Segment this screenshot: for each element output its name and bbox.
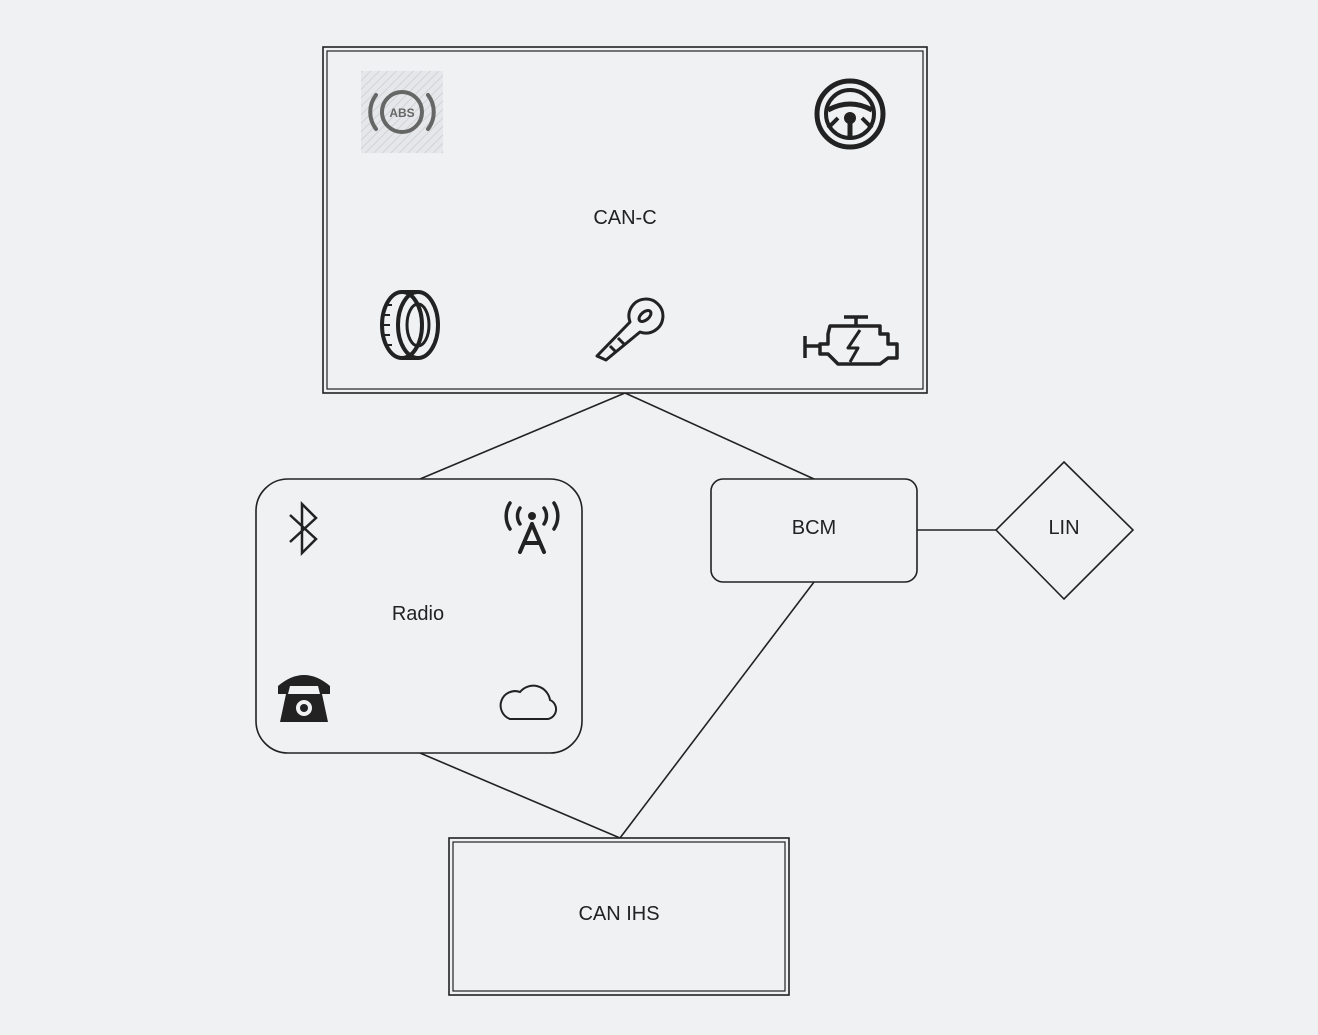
node-lin-label: LIN — [1048, 517, 1079, 539]
node-bcm-label: BCM — [792, 517, 836, 539]
edge-canc-bcm — [624, 392, 815, 480]
telephone-icon — [278, 675, 330, 722]
node-lin[interactable]: LIN — [994, 460, 1135, 601]
edge-bcm-canihs — [619, 581, 815, 839]
node-can-ihs-label: CAN IHS — [578, 903, 659, 925]
node-bcm[interactable]: BCM — [710, 478, 918, 583]
edge-canc-radio — [419, 392, 626, 480]
node-can-c-label: CAN-C — [593, 207, 656, 229]
antenna-tower-icon — [504, 501, 560, 554]
node-can-c[interactable]: CAN-C ABS — [322, 46, 928, 394]
cloud-icon — [499, 684, 558, 720]
abs-icon: ABS — [361, 71, 443, 153]
bluetooth-icon — [289, 500, 318, 557]
key-icon — [595, 297, 665, 362]
edge-radio-canihs — [419, 752, 621, 839]
node-radio[interactable]: Radio — [255, 478, 583, 754]
abs-icon-label: ABS — [389, 106, 414, 120]
steering-wheel-icon — [814, 78, 886, 150]
tire-icon — [380, 290, 440, 360]
engine-icon — [803, 315, 899, 366]
connectors — [419, 392, 996, 839]
node-radio-label: Radio — [392, 603, 444, 625]
node-can-ihs[interactable]: CAN IHS — [448, 837, 790, 996]
